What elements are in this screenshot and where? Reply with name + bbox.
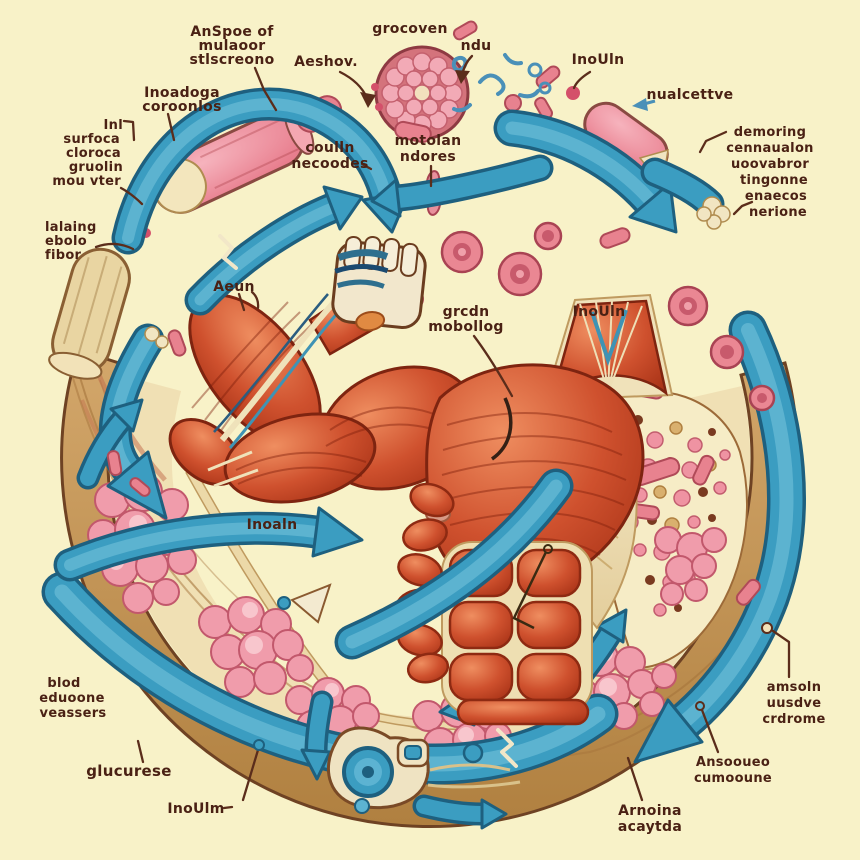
svg-text:cumooune: cumooune	[694, 771, 772, 786]
label-protein-modeling: grcdn	[443, 304, 490, 320]
arrow-frayed-right	[640, 157, 731, 230]
abs-pin	[512, 544, 553, 630]
svg-text:surfoca: surfoca	[63, 132, 120, 147]
label-granules: Inoadoga	[144, 85, 220, 101]
svg-text:nerione: nerione	[749, 205, 807, 220]
svg-text:lalaing: lalaing	[45, 220, 97, 235]
svg-text:enaecos: enaecos	[745, 189, 807, 204]
label-aeshov: Aeshov.	[294, 54, 358, 70]
label-glucose: glucurese	[86, 762, 172, 780]
label-fiber-structure: AnSpoe of	[190, 24, 274, 40]
svg-text:eduoone: eduoone	[39, 691, 104, 706]
label-adipose-compound: Ansooueo	[696, 755, 770, 770]
svg-text:ebolo: ebolo	[45, 234, 87, 249]
svg-text:gruolin: gruolin	[69, 160, 123, 175]
arrow-left-point-top	[370, 154, 554, 218]
leader-membrane-check	[732, 200, 754, 216]
svg-text:acaytda: acaytda	[618, 819, 682, 835]
label-insulin-mid: InoUln	[573, 304, 626, 320]
arrow-up-center	[184, 185, 364, 316]
nucleotide-molecules	[451, 53, 552, 113]
svg-text:uusdve: uusdve	[767, 696, 822, 711]
label-fiber-block: lalaing ebolo fibor	[45, 220, 97, 263]
pencil-marker	[277, 583, 332, 624]
leader-glucose	[136, 739, 145, 764]
label-amino-acids: Arnoina	[618, 803, 682, 819]
thumb	[355, 311, 386, 332]
svg-text:crdrome: crdrome	[762, 712, 825, 727]
arrow-small-up-left	[76, 398, 144, 490]
svg-text:tingonne: tingonne	[740, 173, 808, 188]
fist	[331, 235, 427, 332]
svg-text:necoodes: necoodes	[291, 156, 368, 172]
svg-text:amsoln: amsoln	[767, 680, 822, 695]
leader-lines	[94, 54, 791, 810]
label-ndu: ndu	[461, 38, 492, 54]
svg-text:mobollog: mobollog	[428, 319, 503, 335]
leader-insulin-bottom	[222, 748, 260, 810]
svg-text:stlscreono: stlscreono	[189, 52, 274, 68]
svg-text:veassers: veassers	[40, 706, 107, 721]
leader-fiber-block	[94, 242, 135, 251]
labels: AnSpoe of mulaoor stlscreono Inoadoga co…	[39, 21, 825, 835]
arrow-small-right-bottom	[412, 794, 508, 830]
leader-adipose	[700, 708, 720, 754]
arrow-waist-wrap	[334, 468, 574, 660]
svg-text:uoovabror: uoovabror	[731, 157, 809, 172]
leader-amino-acids	[626, 756, 644, 802]
leader-receptors	[360, 162, 373, 171]
arrow-top-right-big	[493, 109, 678, 234]
fascicle-cross-section	[374, 45, 470, 141]
gland-cluster-bottom-left	[198, 596, 314, 698]
svg-text:blod: blod	[47, 676, 80, 691]
svg-text:mou vter: mou vter	[52, 174, 121, 189]
leader-muscle-tissue	[771, 629, 791, 679]
biceps	[223, 412, 377, 504]
leader-surface-block	[122, 119, 136, 142]
svg-text:coroonlos: coroonlos	[142, 99, 221, 115]
svg-text:cennaualon: cennaualon	[726, 141, 813, 156]
svg-text:Inl: Inl	[104, 118, 123, 133]
leader-insulin-top	[572, 70, 592, 90]
arm-tendon	[219, 297, 339, 442]
label-myofibril: motolan	[395, 133, 462, 149]
label-insulin-center: Inoaln	[247, 517, 298, 533]
label-muscle-tissue: amsoln uusdve crdrome	[762, 680, 825, 727]
label-membrane-block: demoring cennaualon uoovabror tingonne e…	[726, 125, 813, 220]
label-nucleotide: nualcettve	[647, 87, 734, 103]
leader-aeun	[237, 290, 260, 312]
gland-cluster-right	[654, 526, 727, 606]
hook-line	[490, 397, 513, 461]
circulation-arrows-front	[53, 87, 731, 660]
leader-surface-main	[119, 186, 144, 206]
arrow-small-down-receptor	[300, 690, 334, 781]
red-blood-cells	[440, 221, 776, 412]
svg-text:demoring: demoring	[734, 125, 806, 140]
arrow-insulin-center	[53, 506, 364, 582]
label-insulin-receptors: coulln	[305, 140, 354, 156]
label-glycogen: grocoven	[372, 21, 447, 37]
label-aeun: Aeun	[213, 279, 254, 295]
label-insulin-top: InoUln	[572, 52, 625, 68]
arm-vein	[213, 293, 329, 433]
arrow-loop-over-fiber	[111, 87, 411, 255]
insulin-receptor	[326, 726, 521, 814]
arm-vessel	[228, 306, 344, 449]
label-surface-block: Inl surfoca cloroca gruolin mou vter	[52, 118, 123, 189]
leader-membrane-block	[698, 130, 728, 154]
svg-text:ndores: ndores	[400, 149, 456, 165]
leader-granules	[166, 112, 176, 142]
arrow-right-rim	[633, 310, 806, 764]
neck-vessel	[590, 309, 628, 367]
svg-text:fibor: fibor	[45, 248, 82, 263]
leader-protein-modeling	[472, 334, 514, 398]
leader-fiber-structure	[253, 66, 278, 112]
label-blood-vessels: blod eduoone veassers	[39, 676, 106, 721]
svg-text:cloroca: cloroca	[66, 146, 121, 161]
tendon-cylinder	[48, 247, 131, 380]
label-insulin-bottom: InoUlm	[167, 801, 224, 817]
svg-text:mulaoor: mulaoor	[198, 38, 265, 54]
